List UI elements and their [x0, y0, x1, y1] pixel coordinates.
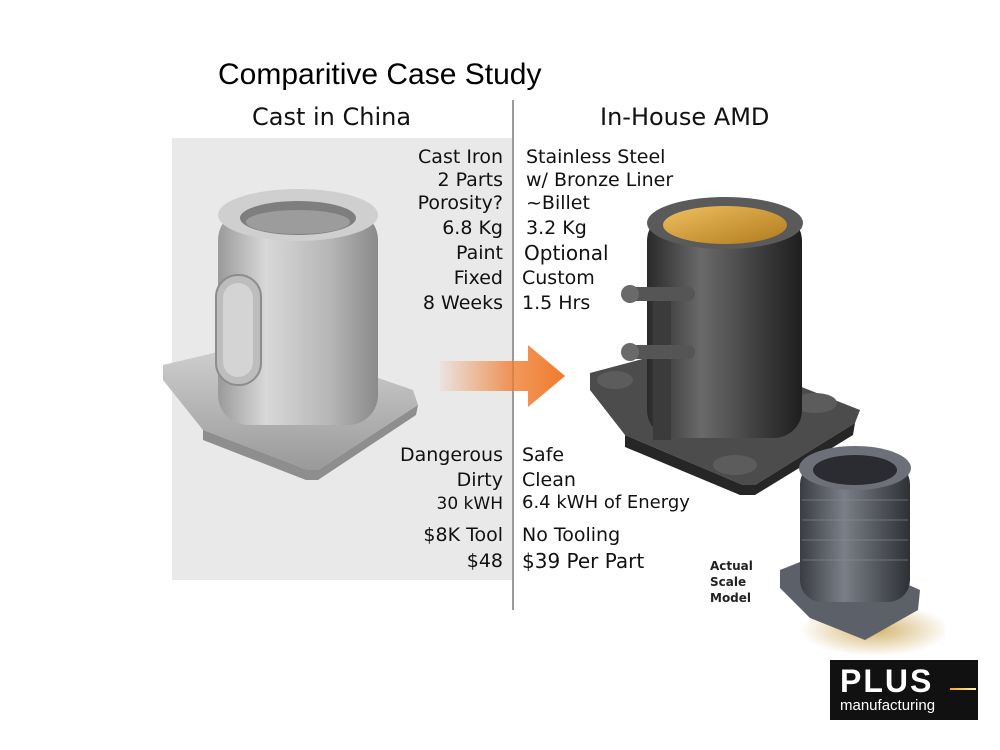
amd-lead-time: 1.5 Hrs [522, 292, 591, 314]
plus-manufacturing-logo: PLUS manufacturing [830, 660, 978, 720]
amd-stainless-part-image [590, 197, 860, 495]
cast-design: Fixed [453, 267, 503, 289]
cast-energy: 30 kWH [436, 494, 503, 514]
caption-line-2: Scale [710, 575, 747, 589]
amd-porosity: ~Billet [526, 192, 590, 214]
slide-title: Comparitive Case Study [218, 58, 542, 91]
amd-material: Stainless Steel [526, 146, 666, 168]
amd-tooling: No Tooling [522, 524, 621, 546]
cast-material: Cast Iron [418, 146, 503, 168]
cast-safety: Dangerous [399, 444, 503, 466]
amd-design: Custom [522, 267, 595, 289]
actual-scale-model-photo [780, 446, 945, 655]
amd-weight: 3.2 Kg [526, 217, 587, 239]
caption-line-1: Actual [710, 559, 753, 573]
cast-price: $48 [466, 550, 503, 572]
amd-parts: w/ Bronze Liner [526, 169, 674, 191]
amd-safety: Safe [522, 444, 565, 466]
header-in-house-amd: In-House AMD [600, 103, 770, 131]
cast-porosity: Porosity? [417, 192, 503, 214]
cast-weight: 6.8 Kg [442, 217, 503, 239]
amd-price: $39 Per Part [522, 549, 645, 573]
amd-cleanliness: Clean [522, 469, 576, 491]
logo-wordmark: PLUS [840, 663, 934, 699]
cast-finish: Paint [455, 242, 503, 264]
header-cast-in-china: Cast in China [252, 103, 412, 131]
arrow-right-icon [440, 345, 565, 407]
cast-parts: 2 Parts [437, 169, 503, 191]
column-divider [512, 100, 514, 610]
cast-iron-part-image [163, 189, 418, 480]
cast-lead-time: 8 Weeks [422, 292, 503, 314]
cast-cleanliness: Dirty [456, 469, 503, 491]
logo-subtitle: manufacturing [840, 697, 936, 714]
logo-flare-icon [950, 688, 976, 690]
amd-energy: 6.4 kWH of Energy [522, 492, 690, 513]
cast-tooling: $8K Tool [423, 524, 503, 546]
amd-finish: Optional [524, 241, 609, 265]
model-caption: Actual Scale Model [710, 558, 753, 606]
caption-line-3: Model [710, 591, 752, 605]
